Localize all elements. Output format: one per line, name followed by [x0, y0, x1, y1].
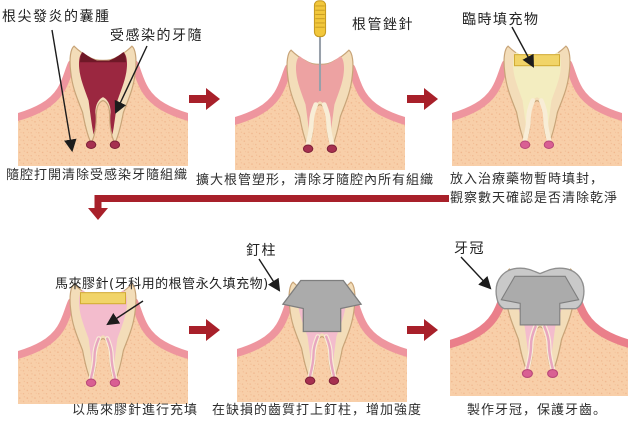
step-arrow-1-2	[189, 88, 220, 110]
label-root-canal-file: 根管銼針	[352, 17, 414, 33]
temporary-filling-band	[513, 54, 561, 67]
gutta-canal-right	[106, 337, 117, 379]
gum-right	[564, 60, 622, 122]
label-post: 釘柱	[246, 243, 277, 259]
opened-cavity	[80, 52, 126, 63]
bone-texture	[237, 300, 407, 402]
caption-step-1: 隨腔打開清除受感染牙隨組織	[6, 168, 189, 183]
root-canal-right	[538, 98, 552, 142]
gutta-canal-left	[308, 335, 319, 377]
gutta-canal-right	[543, 325, 554, 370]
gum-left	[237, 296, 295, 358]
gutta-canal-left	[89, 337, 100, 379]
gum-left	[235, 64, 293, 126]
gutta-canal-right	[325, 335, 336, 377]
root-apex-right	[543, 140, 555, 149]
root-canal-file-tool	[313, 0, 327, 91]
root-apex-left	[85, 378, 97, 387]
tooth-illustration-step-6	[450, 216, 628, 396]
gum-right	[349, 296, 407, 358]
gum-left	[452, 60, 510, 122]
root-apex-left	[521, 368, 533, 378]
label-crown: 牙冠	[454, 241, 485, 257]
tooth-svg-step-5	[237, 279, 407, 402]
label-temporary-filling: 臨時填充物	[462, 12, 540, 28]
root-canal-right	[321, 102, 335, 146]
bone-texture	[452, 64, 622, 166]
root-apex-right	[547, 368, 559, 378]
crown-inner-core	[500, 275, 580, 326]
infected-pulp	[78, 52, 128, 135]
root-apex-left	[519, 140, 531, 149]
metal-post-core	[281, 279, 363, 333]
root-canal-left	[522, 98, 536, 142]
gutta-canal-left	[526, 325, 537, 370]
caption-step-2: 擴大根管塑形，清除牙隨腔內所有組織	[196, 173, 435, 188]
tooth-illustration-step-3	[452, 0, 622, 166]
root-apex-left	[302, 144, 314, 153]
step-arrow-4-5	[189, 319, 220, 341]
tooth-svg-step-4	[18, 283, 188, 404]
label-infected-pulp: 受感染的牙隨	[110, 28, 203, 44]
label-gutta-percha: 馬來膠針(牙科用的根管永久填充物)	[55, 277, 269, 292]
return-arrow-row1-to-row2	[88, 195, 449, 220]
tooth-svg-step-3	[452, 45, 622, 166]
caption-step-6: 製作牙冠，保護牙齒。	[467, 403, 608, 418]
root-apex-left	[85, 140, 97, 149]
bone-texture	[18, 302, 188, 404]
step-arrow-2-3	[407, 88, 438, 110]
pulp-chamber	[295, 56, 345, 139]
gum-right	[347, 64, 405, 126]
tooth-illustration-step-4	[18, 234, 188, 404]
root-apex-left	[304, 376, 316, 385]
root-apex-right	[328, 376, 340, 385]
tooth-illustration-step-2	[235, 0, 405, 170]
gum-left	[18, 298, 76, 360]
tooth-svg-step-2	[235, 0, 405, 170]
caption-step-5: 在缺損的齒質打上釘柱，增加強度	[212, 403, 423, 418]
bone-texture	[235, 68, 405, 170]
step-arrow-5-6	[407, 319, 438, 341]
temporary-filling-band	[79, 292, 127, 305]
root-canal-left	[305, 102, 319, 146]
root-apex-right	[326, 144, 338, 153]
medicated-pulp-chamber	[512, 52, 562, 135]
tooth-illustration-step-5	[237, 232, 407, 402]
caption-step-4: 以馬來膠針進行充填	[72, 403, 199, 418]
root-apex-right	[109, 140, 121, 149]
tooth-svg-step-6	[450, 267, 628, 396]
root-apex-right	[109, 378, 121, 387]
caption-step-3: 放入治療藥物暫時填封， 觀察數天確認是否清除乾淨	[450, 172, 619, 206]
label-inflamed-root-cyst: 根尖發炎的囊腫	[2, 9, 111, 25]
